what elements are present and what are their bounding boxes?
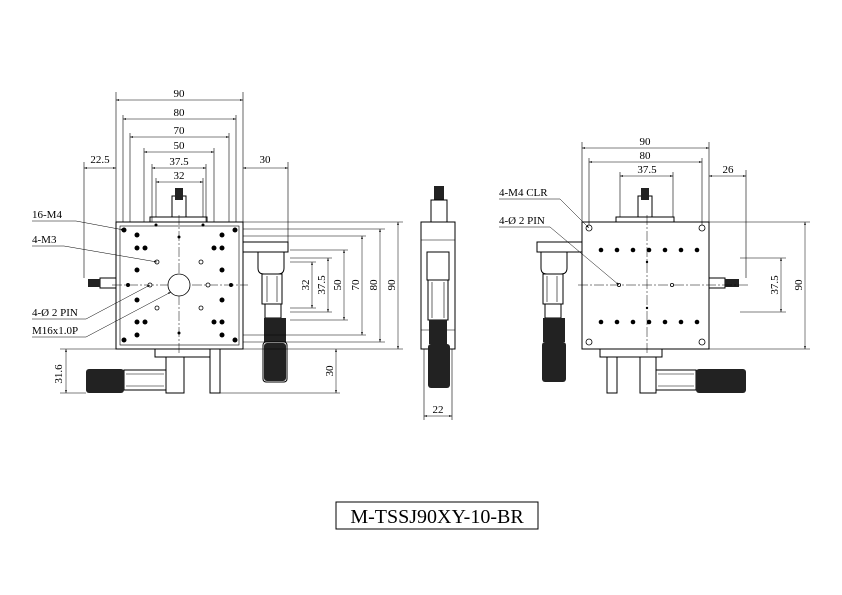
callout-m16: M16x1.0P bbox=[32, 325, 78, 337]
bottom-view: 90 80 37.5 26 90 37.5 4-M4 CLR bbox=[499, 136, 810, 394]
bottom-horizontal-dims: 90 80 37.5 26 bbox=[581, 136, 747, 278]
callout-4-m3: 4-M3 bbox=[32, 234, 57, 246]
dim-v-37-5: 37.5 bbox=[316, 275, 328, 295]
dim-30-top: 30 bbox=[260, 154, 272, 166]
dim-80: 80 bbox=[174, 107, 186, 119]
dim-b-90: 90 bbox=[640, 136, 652, 148]
callout-m4-clr: 4-M4 CLR bbox=[499, 187, 548, 199]
bottom-stage-plate bbox=[581, 221, 710, 350]
dim-b-v-90: 90 bbox=[793, 279, 805, 291]
model-number: M-TSSJ90XY-10-BR bbox=[350, 506, 524, 528]
dim-v-50: 50 bbox=[332, 279, 344, 291]
dim-32: 32 bbox=[174, 170, 185, 182]
front-view: 90 80 70 50 37.5 32 22.5 bbox=[32, 88, 403, 394]
side-view: 22 bbox=[420, 186, 456, 420]
callout-16-m4: 16-M4 bbox=[32, 209, 62, 221]
front-hole-pattern bbox=[121, 223, 238, 343]
dim-90: 90 bbox=[174, 88, 186, 100]
dim-50: 50 bbox=[174, 140, 186, 152]
front-right-micrometer bbox=[242, 241, 289, 383]
dim-v-30: 30 bbox=[324, 365, 336, 377]
dim-v-31-6: 31.6 bbox=[53, 364, 65, 384]
dim-v-70: 70 bbox=[350, 279, 362, 291]
front-bottom-micrometer bbox=[86, 348, 221, 394]
dim-b-80: 80 bbox=[640, 150, 652, 162]
dim-22-5: 22.5 bbox=[90, 154, 110, 166]
model-title-box: M-TSSJ90XY-10-BR bbox=[335, 501, 539, 530]
callout-2-pin: 4-Ø 2 PIN bbox=[32, 307, 78, 319]
bottom-vertical-dims: 90 37.5 bbox=[709, 221, 810, 350]
dim-v-80: 80 bbox=[368, 279, 380, 291]
front-horizontal-dims: 90 80 70 50 37.5 32 22.5 bbox=[83, 88, 289, 278]
callout-b-2-pin: 4-Ø 2 PIN bbox=[499, 215, 545, 227]
dim-b-37-5: 37.5 bbox=[637, 164, 657, 176]
bottom-callouts: 4-M4 CLR 4-Ø 2 PIN bbox=[499, 187, 620, 286]
m16-center-hole bbox=[167, 273, 191, 297]
dim-b-v-37-5: 37.5 bbox=[769, 275, 781, 295]
front-callouts: 16-M4 4-M3 4-Ø 2 PIN M16x1.0P bbox=[32, 209, 172, 338]
dim-b-26: 26 bbox=[723, 164, 735, 176]
bottom-hole-pattern bbox=[585, 224, 706, 346]
bottom-bottom-micrometer bbox=[599, 348, 746, 394]
dim-22: 22 bbox=[433, 404, 444, 416]
dim-37-5: 37.5 bbox=[169, 156, 189, 168]
dim-v-90: 90 bbox=[386, 279, 398, 291]
dim-70: 70 bbox=[174, 125, 186, 137]
front-vertical-dims: 90 80 70 50 37.5 32 30 bbox=[53, 221, 403, 394]
bottom-left-micrometer bbox=[536, 241, 583, 382]
dim-v-32: 32 bbox=[300, 280, 312, 291]
